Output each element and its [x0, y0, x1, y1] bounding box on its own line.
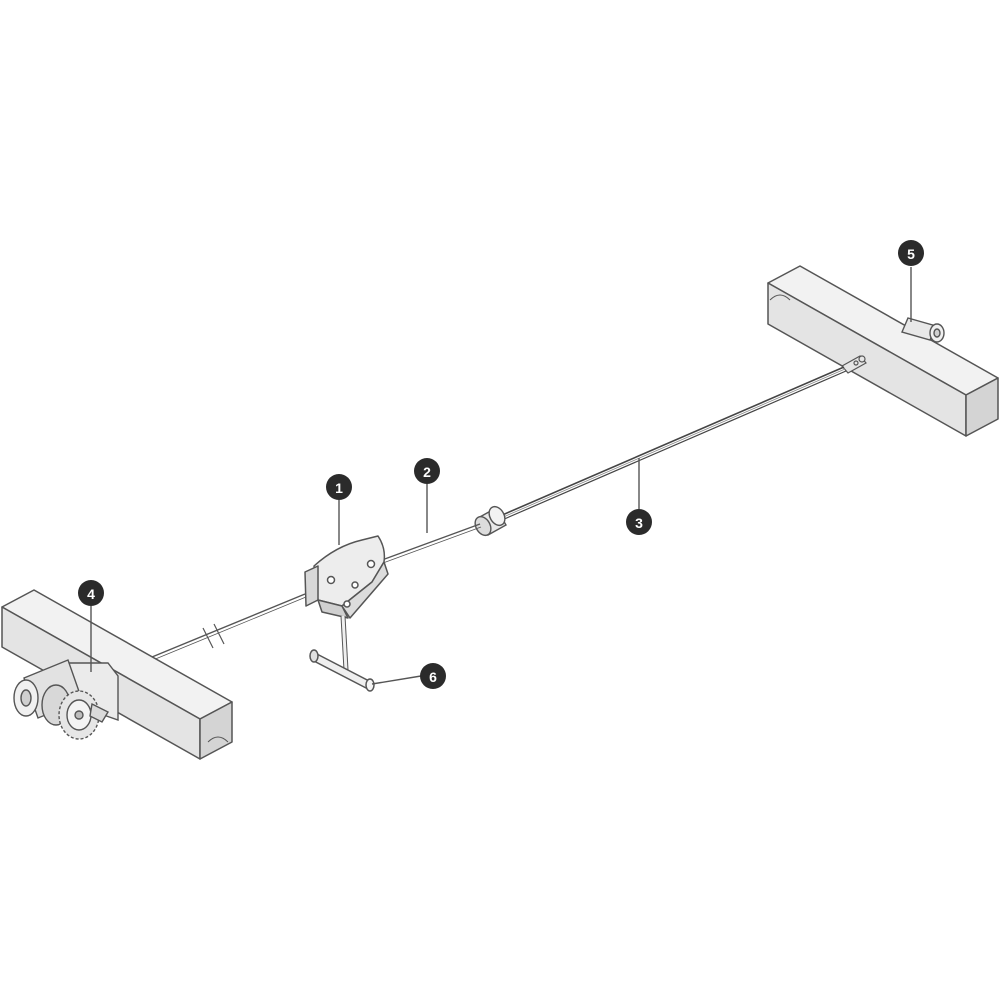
rear-cable-fitting: [841, 355, 867, 374]
brake-lever: [304, 535, 389, 619]
rear-cross-beam: [767, 265, 999, 437]
front-cable: [381, 523, 482, 564]
svg-text:4: 4: [87, 586, 95, 602]
rear-pivot-pin: [901, 317, 945, 343]
lower-cable: [151, 593, 307, 661]
svg-text:3: 3: [635, 515, 643, 531]
winch-mechanism: [13, 659, 119, 740]
t-handle: [309, 615, 375, 692]
callout-4: 4: [78, 580, 104, 606]
callout-5: 5: [898, 240, 924, 266]
rear-cable: [499, 366, 847, 521]
callout-6: 6: [420, 663, 446, 689]
cable-sleeve: [474, 505, 507, 537]
leader-lines: [90, 267, 912, 685]
svg-text:1: 1: [335, 480, 343, 496]
callout-1: 1: [326, 474, 352, 500]
svg-text:6: 6: [429, 669, 437, 685]
leader-line-6: [371, 675, 422, 685]
svg-text:2: 2: [423, 464, 431, 480]
callout-3: 3: [626, 509, 652, 535]
svg-text:5: 5: [907, 246, 915, 262]
callout-2: 2: [414, 458, 440, 484]
